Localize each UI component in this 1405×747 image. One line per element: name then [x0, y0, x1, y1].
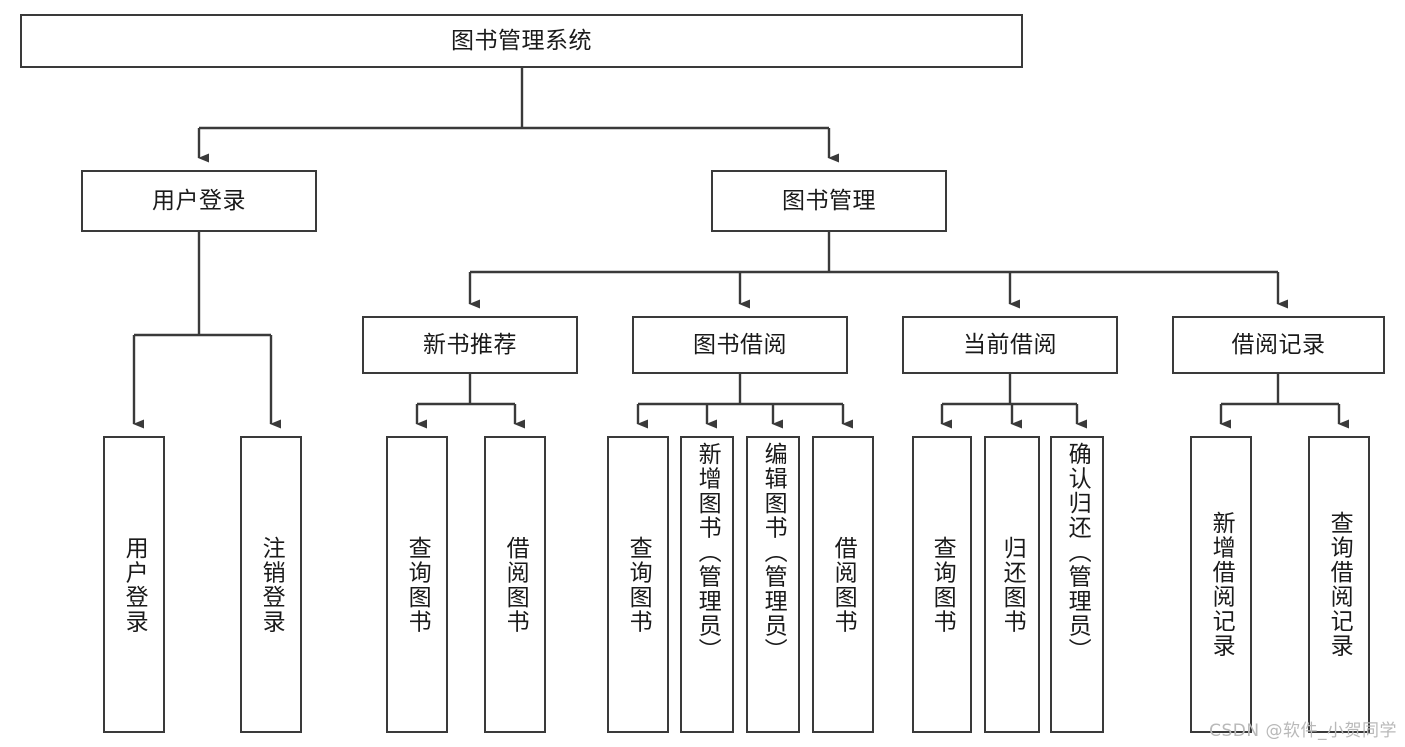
- node-label: 确认归还（管理员）: [1064, 442, 1091, 663]
- leaf-add-borrow-record[interactable]: 新增借阅记录: [1190, 436, 1252, 733]
- node-label: 新增图书（管理员）: [694, 442, 721, 663]
- node-label: 注销登录: [258, 535, 285, 634]
- leaf-return-book[interactable]: 归还图书: [984, 436, 1040, 733]
- node-label: 用户登录: [121, 535, 148, 634]
- leaf-add-book-admin[interactable]: 新增图书（管理员）: [680, 436, 734, 733]
- node-label: 用户登录: [152, 187, 246, 214]
- node-label: 新书推荐: [423, 331, 517, 358]
- leaf-borrow-book-newbook[interactable]: 借阅图书: [484, 436, 546, 733]
- leaf-confirm-return-admin[interactable]: 确认归还（管理员）: [1050, 436, 1104, 733]
- node-label: 图书借阅: [693, 331, 787, 358]
- node-label: 借阅记录: [1231, 331, 1326, 358]
- leaf-query-borrow-record[interactable]: 查询借阅记录: [1308, 436, 1370, 733]
- node-label: 借阅图书: [830, 535, 857, 634]
- node-book-management[interactable]: 图书管理: [711, 170, 947, 232]
- node-label: 查询借阅记录: [1326, 511, 1353, 658]
- leaf-query-book-newbook[interactable]: 查询图书: [386, 436, 448, 733]
- leaf-query-book-borrow[interactable]: 查询图书: [607, 436, 669, 733]
- node-label: 查询图书: [929, 535, 956, 634]
- leaf-user-login[interactable]: 用户登录: [103, 436, 165, 733]
- node-label: 查询图书: [625, 535, 652, 634]
- node-label: 归还图书: [999, 535, 1026, 634]
- node-label: 编辑图书（管理员）: [760, 442, 787, 663]
- node-label: 图书管理: [782, 187, 876, 214]
- leaf-query-book-current[interactable]: 查询图书: [912, 436, 972, 733]
- node-user-login[interactable]: 用户登录: [81, 170, 317, 232]
- leaf-user-logout[interactable]: 注销登录: [240, 436, 302, 733]
- node-borrow-records[interactable]: 借阅记录: [1172, 316, 1385, 374]
- node-root-book-management-system[interactable]: 图书管理系统: [20, 14, 1023, 68]
- node-label: 当前借阅: [963, 331, 1057, 358]
- node-current-borrow[interactable]: 当前借阅: [902, 316, 1118, 374]
- node-label: 借阅图书: [502, 535, 529, 634]
- node-label: 查询图书: [404, 535, 431, 634]
- node-label: 新增借阅记录: [1208, 511, 1235, 658]
- node-label: 图书管理系统: [451, 27, 592, 54]
- node-new-book-recommend[interactable]: 新书推荐: [362, 316, 578, 374]
- leaf-lend-book[interactable]: 借阅图书: [812, 436, 874, 733]
- node-book-borrow[interactable]: 图书借阅: [632, 316, 848, 374]
- leaf-edit-book-admin[interactable]: 编辑图书（管理员）: [746, 436, 800, 733]
